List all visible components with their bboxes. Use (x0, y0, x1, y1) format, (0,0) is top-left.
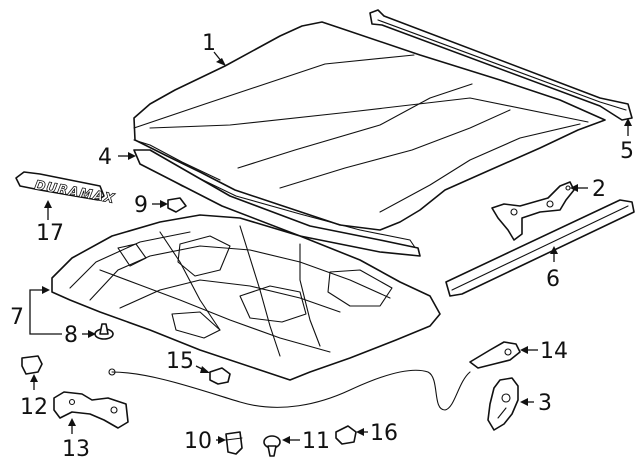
part-5-hood-seal[interactable] (369, 9, 633, 121)
part-9-clip[interactable] (167, 197, 187, 213)
part-10-grommet[interactable] (225, 431, 243, 455)
part-2-bracket[interactable] (491, 181, 575, 241)
part-17-emblem[interactable]: DURAMAX (15, 171, 117, 207)
part-13-hinge[interactable] (53, 391, 129, 429)
part-6-seal-strip[interactable] (445, 199, 635, 297)
part-7-hood-insulator[interactable] (51, 214, 441, 381)
part-15-cable-clip[interactable] (209, 367, 231, 385)
callout-17: 17 (36, 221, 64, 246)
part-3-hood-latch[interactable] (487, 377, 519, 431)
release-cable[interactable] (108, 368, 471, 411)
callout-8: 8 (64, 323, 78, 348)
part-12-bumper[interactable] (21, 355, 43, 375)
callout-4: 4 (98, 145, 112, 170)
part-4-front-molding[interactable] (133, 149, 421, 257)
callout-2: 2 (592, 177, 606, 202)
callout-leaders (29, 51, 632, 444)
callout-3: 3 (538, 391, 552, 416)
part-8-push-pin[interactable] (94, 323, 114, 340)
callout-9: 9 (134, 193, 148, 218)
callout-1: 1 (202, 31, 216, 56)
callout-5: 5 (620, 139, 634, 164)
callout-15: 15 (166, 349, 194, 374)
callout-11: 11 (302, 429, 330, 454)
callout-7: 7 (10, 305, 24, 330)
callout-13: 13 (62, 437, 90, 462)
callout-labels: 1 2 3 4 5 6 7 8 9 10 11 12 13 14 15 16 1… (10, 31, 634, 462)
callout-16: 16 (370, 421, 398, 446)
part-1-hood-panel[interactable] (133, 21, 606, 253)
callout-14: 14 (540, 339, 568, 364)
callout-10: 10 (184, 429, 212, 454)
part-16-nut-clip[interactable] (335, 425, 357, 445)
callout-12: 12 (20, 395, 48, 420)
part-11-pin[interactable] (263, 435, 281, 457)
callout-6: 6 (546, 267, 560, 292)
part-14-release-handle[interactable] (469, 341, 521, 369)
